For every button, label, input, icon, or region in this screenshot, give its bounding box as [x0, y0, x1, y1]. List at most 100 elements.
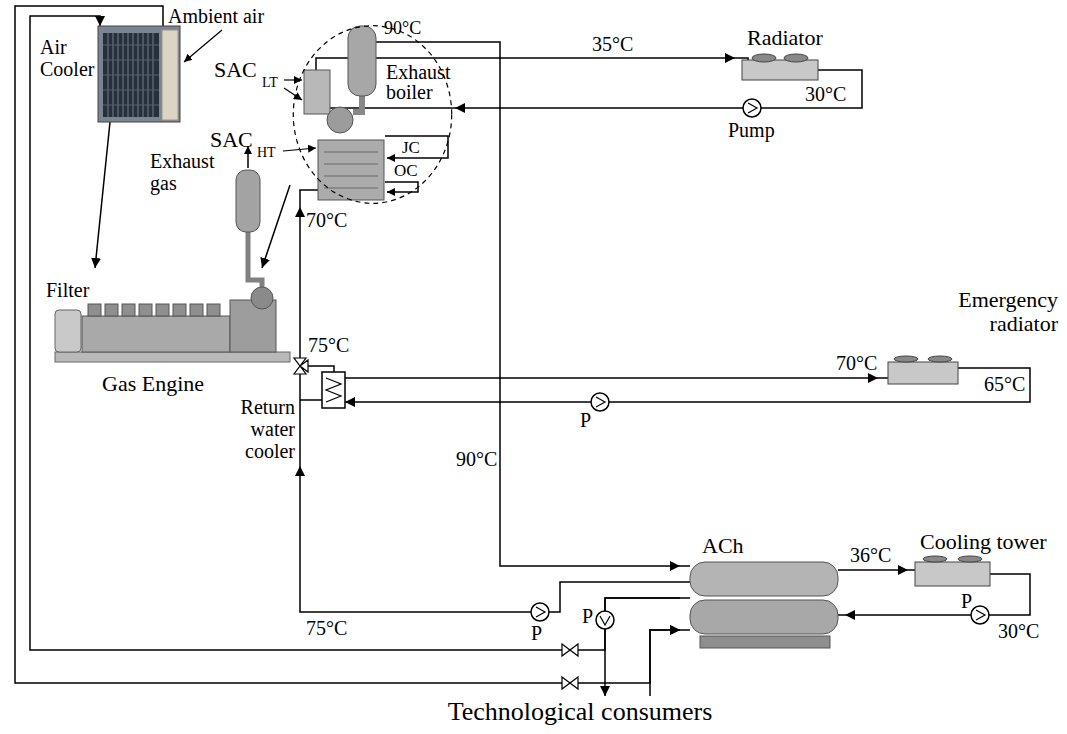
callout-label: Pump [728, 119, 775, 141]
pump-symbol [596, 611, 614, 629]
engine-detail-figure [327, 107, 353, 133]
equipment-label: Air Cooler [40, 36, 102, 80]
exhaust-stack-figure [236, 170, 260, 232]
engine-detail-figure [284, 88, 302, 100]
engine-detail-figure [324, 152, 378, 188]
air-cooler-figure [98, 26, 180, 122]
callout-label: Exhaust gas [150, 150, 230, 194]
radiator-figure [752, 54, 776, 62]
equipment-node: Exhaust boilerJCOC [290, 22, 455, 207]
engine-detail-figure [376, 41, 455, 43]
pipe-connector [345, 377, 878, 379]
engine-detail-figure [304, 70, 330, 114]
callout-label: P [961, 590, 972, 612]
equipment-node: Air Cooler [38, 26, 180, 122]
cooling-tower-figure [923, 556, 947, 562]
equipment-label: Cooling tower [920, 530, 1047, 554]
exhaust-stack-figure [236, 146, 262, 287]
equipment-node: ACh [680, 534, 845, 655]
callout-label: SAC [210, 128, 253, 152]
emergency-radiator-figure [894, 356, 918, 362]
callout-label: Ambient air [168, 5, 264, 27]
gas-engine-figure [55, 287, 290, 362]
engine-detail-figure [300, 190, 318, 207]
equipment-node: Technological consumers [380, 696, 780, 730]
absorption-chiller-figure [690, 562, 838, 596]
gas-engine-figure [230, 300, 276, 352]
pump-symbol [531, 603, 549, 621]
pump-symbol [600, 616, 610, 625]
equipment-label: ACh [702, 534, 744, 558]
gas-engine-figure [122, 304, 135, 316]
callout-label: 70°C [836, 352, 877, 374]
emergency-radiator-figure [878, 356, 1030, 394]
gas-engine-figure [207, 304, 220, 316]
equipment-label: Radiator [747, 26, 823, 50]
equipment-label: Technological consumers [380, 698, 780, 727]
pump-symbol [971, 606, 989, 624]
callout-label: 90°C [456, 448, 497, 470]
engine-detail-figure [330, 107, 455, 109]
callout-label: 36°C [850, 544, 891, 566]
cooling-tower-figure [908, 556, 1030, 590]
callout-label: 65°C [984, 373, 1025, 395]
pump-symbol [536, 607, 545, 617]
pipe-connector [845, 569, 908, 571]
gas-engine-figure [251, 287, 273, 309]
radiator-figure [742, 60, 818, 80]
gas-engine-figure [88, 304, 101, 316]
pipe-connector [455, 57, 735, 59]
pump-symbol [743, 99, 761, 117]
pipe-connector [299, 207, 301, 358]
equipment-node: Radiator [735, 24, 840, 84]
gas-engine-figure [55, 352, 290, 362]
callout-label: 35°C [592, 33, 633, 55]
pipe-connector [262, 185, 290, 268]
callout-label: LT [262, 75, 278, 90]
pump-symbol [976, 610, 985, 620]
absorption-chiller-figure [680, 562, 845, 648]
pump-symbol [591, 393, 609, 411]
gas-engine-figure [190, 304, 203, 316]
equipment-label: OC [394, 162, 418, 181]
equipment-label: Gas Engine [102, 372, 204, 396]
cooling-tower-figure [915, 562, 990, 586]
gas-engine-figure [82, 316, 230, 352]
pipe-connector [455, 42, 680, 566]
callout-label: 70°C [306, 209, 347, 231]
gas-engine-figure [173, 304, 186, 316]
emergency-radiator-figure [888, 362, 958, 384]
callout-label: P [531, 622, 542, 644]
gas-engine-figure [105, 304, 118, 316]
pipe-connector [300, 466, 680, 612]
callout-label: 30°C [805, 83, 846, 105]
air-cooler-figure [98, 26, 180, 122]
callout-label: SAC [214, 58, 257, 82]
valve-symbol [562, 677, 578, 689]
cooling-tower-figure [958, 556, 982, 562]
callout-label: 90°C [384, 19, 421, 39]
gas-engine-figure [156, 304, 169, 316]
absorption-chiller-figure [700, 636, 830, 648]
pipe-connector [605, 598, 680, 696]
detail-outline [290, 22, 455, 207]
valve-symbol [562, 644, 578, 656]
equipment-node: Cooling tower [908, 530, 1062, 590]
pipe-connector [650, 630, 680, 696]
engine-detail-figure [385, 136, 448, 158]
radiator-figure [784, 54, 808, 62]
equipment-label: Emergency radiator [918, 288, 1058, 336]
engine-detail-figure [318, 140, 384, 200]
return-water-cooler-figure [294, 358, 345, 466]
pipe-connector [15, 6, 680, 683]
detail-outline [293, 26, 451, 204]
callout-label: 75°C [306, 617, 347, 639]
pipe-connector [845, 590, 1030, 615]
return-water-cooler-figure [294, 358, 308, 374]
equipment-node: Emergency radiator [878, 288, 1062, 394]
radiator-figure [735, 54, 840, 80]
pump-symbol [596, 397, 605, 407]
pipe-connector [345, 394, 1030, 402]
air-cooler-figure [162, 30, 178, 120]
exhaust-stack-figure [248, 232, 262, 287]
